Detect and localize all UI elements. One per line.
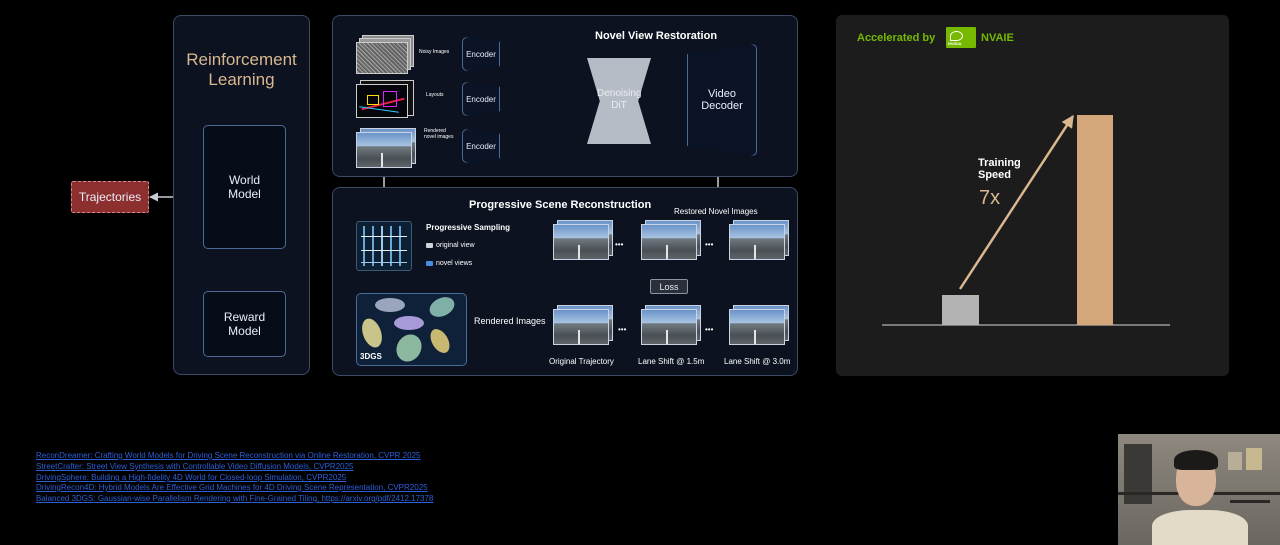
reward-model-box: Reward Model xyxy=(203,291,286,357)
novel-views-icon xyxy=(426,261,433,266)
video-decoder-box: Video Decoder xyxy=(687,44,757,156)
loss-box: Loss xyxy=(650,279,688,294)
progressive-sampling-icon xyxy=(356,221,412,271)
ellipsis-bottom-2: ••• xyxy=(705,325,714,334)
gaussian-splat-box xyxy=(356,293,467,366)
world-model-label: World Model xyxy=(228,173,261,201)
nvidia-logo-icon: NVIDIA xyxy=(946,27,976,48)
accelerated-label: Accelerated by xyxy=(857,32,936,44)
bar-baseline xyxy=(942,295,979,325)
trajectories-box: Trajectories xyxy=(71,181,149,213)
nvaie-label: NVAIE xyxy=(981,32,1014,44)
speedup-value: 7x xyxy=(979,187,1001,209)
rendered-thumb-2 xyxy=(641,305,701,349)
restored-thumb-2 xyxy=(641,220,701,264)
rendered-novel-stack xyxy=(356,128,416,168)
acceleration-panel xyxy=(836,15,1229,376)
reference-link-5[interactable]: Balanced 3DGS: Gaussian-wise Parallelism… xyxy=(36,494,434,503)
ellipsis-top-1: ••• xyxy=(615,240,624,249)
rendered-thumb-1 xyxy=(553,305,613,349)
trajectories-label: Trajectories xyxy=(78,190,142,204)
ellipsis-top-2: ••• xyxy=(705,240,714,249)
bar-accelerated xyxy=(1077,115,1113,325)
restored-label: Restored Novel Images xyxy=(674,207,758,216)
caption-original: Original Trajectory xyxy=(549,357,614,366)
denoising-dit-label: Denoising DiT xyxy=(597,88,642,111)
rendered-thumb-3 xyxy=(729,305,789,349)
encoder-layouts: Encoder xyxy=(462,82,500,116)
reward-model-label: Reward Model xyxy=(223,310,266,338)
noisy-image-stack xyxy=(356,35,414,74)
nvidia-logo-text: NVIDIA xyxy=(948,41,962,46)
restored-thumb-1 xyxy=(553,220,613,264)
novel-views-label: novel views xyxy=(436,260,473,267)
reference-link-2[interactable]: StreetCrafter: Street View Synthesis wit… xyxy=(36,462,354,471)
reference-link-1[interactable]: ReconDreamer: Crafting World Models for … xyxy=(36,451,421,460)
reference-link-3[interactable]: DrivingSphere: Building a High-fidelity … xyxy=(36,473,347,482)
video-decoder-label: Video Decoder xyxy=(701,88,743,112)
progressive-sampling-label: Progressive Sampling xyxy=(426,223,511,232)
reference-link-4[interactable]: DrivingRecon4D: Hybrid Models Are Effect… xyxy=(36,483,428,492)
caption-shift-30: Lane Shift @ 3.0m xyxy=(724,357,791,366)
rendered-novel-label: Rendered novel images xyxy=(424,128,454,140)
ellipsis-bottom-1: ••• xyxy=(618,325,627,334)
noisy-images-label: Noisy Images xyxy=(419,49,450,55)
progressive-title: Progressive Scene Reconstruction xyxy=(469,199,652,211)
caption-shift-15: Lane Shift @ 1.5m xyxy=(638,357,705,366)
novel-view-title: Novel View Restoration xyxy=(595,30,718,42)
original-view-icon xyxy=(426,243,433,248)
loss-label: Loss xyxy=(659,281,679,292)
gs-label: 3DGS xyxy=(360,352,382,361)
original-view-label: original view xyxy=(436,242,475,249)
layout-image-stack xyxy=(356,80,414,118)
rl-title: Reinforcement Learning xyxy=(186,50,297,89)
speaker-webcam xyxy=(1118,434,1280,545)
rendered-images-label: Rendered Images xyxy=(474,316,546,326)
training-speed-label: Training Speed xyxy=(978,157,1021,181)
layouts-label: Layouts xyxy=(426,92,444,98)
restored-thumb-3 xyxy=(729,220,789,264)
world-model-box: World Model xyxy=(203,125,286,249)
speedup-arrow xyxy=(958,114,1075,290)
